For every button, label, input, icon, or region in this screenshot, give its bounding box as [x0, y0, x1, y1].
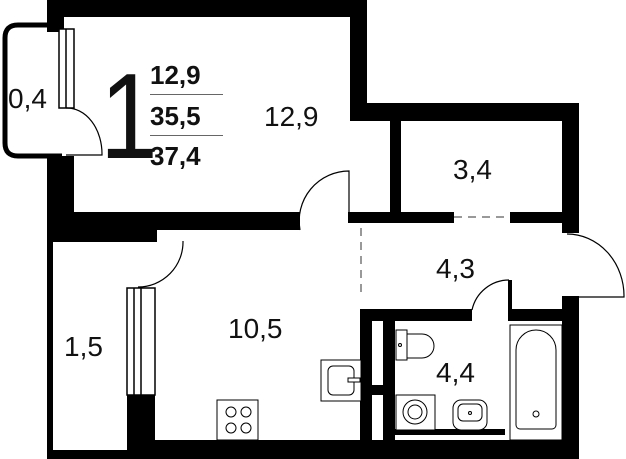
window-kitchen	[126, 287, 156, 396]
divider-line	[150, 135, 223, 136]
door-entrance	[566, 233, 625, 298]
stove-icon	[216, 399, 259, 441]
bathtub-icon	[509, 324, 563, 441]
door-loggia	[137, 240, 184, 288]
living-area-value: 12,9	[150, 60, 201, 90]
divider-line	[150, 94, 223, 95]
room-area-bathroom: 4,4	[436, 357, 475, 388]
bathroom-sink-icon	[452, 399, 488, 431]
doors	[65, 107, 625, 311]
room-area-storage: 3,4	[453, 154, 492, 185]
toilet-icon	[395, 329, 435, 361]
kitchen-sink-icon	[320, 359, 362, 402]
walls	[47, 0, 579, 459]
door-balcony	[65, 107, 103, 156]
room-area-kitchen: 10,5	[228, 313, 283, 344]
balcony-outline	[2, 22, 62, 159]
room-area-hallway: 4,3	[436, 253, 475, 284]
rooms-count: 1	[100, 48, 158, 184]
door-bathroom	[471, 279, 510, 311]
room-area-loggia: 1,5	[64, 331, 103, 362]
door-living	[298, 170, 350, 231]
total-area-no-balcony-value: 35,5	[150, 101, 201, 131]
room-area-balcony: 0,4	[8, 83, 47, 114]
room-area-living-room: 12,9	[264, 101, 319, 132]
washing-machine-icon	[395, 394, 436, 431]
window-living	[58, 28, 75, 109]
total-area-value: 37,4	[150, 141, 201, 171]
zone-dividers	[360, 216, 510, 298]
